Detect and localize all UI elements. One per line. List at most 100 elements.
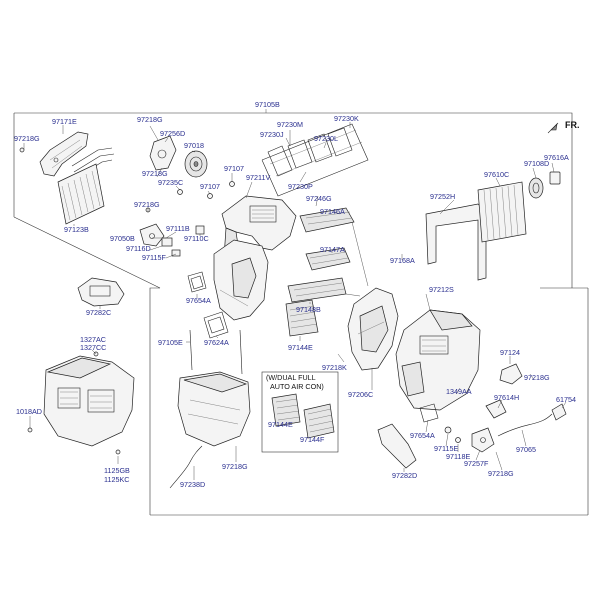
part-label-97230M: 97230M <box>277 120 303 129</box>
part-label-97065: 97065 <box>516 445 536 454</box>
bracket-97050B <box>139 223 165 247</box>
part-label-97123B: 97123B <box>64 225 89 234</box>
part-label-97282D: 97282D <box>392 471 417 480</box>
part-label-97212S: 97212S <box>429 285 454 294</box>
part-label-97218G: 97218G <box>222 462 248 471</box>
part-label-97111B: 97111B <box>166 224 190 233</box>
drain-hose <box>169 445 203 489</box>
part-label-1327CC: 1327CC <box>80 343 106 352</box>
part-label-97148B: 97148B <box>296 305 321 314</box>
part-label-97256D: 97256D <box>160 129 185 138</box>
part-label-97230K: 97230K <box>334 114 359 123</box>
rod-97105E <box>189 329 243 375</box>
dual-auto-door-parts <box>271 393 335 439</box>
part-label-1349AA: 1349AA <box>446 387 472 396</box>
part-label-97230P: 97230P <box>288 182 313 191</box>
part-label-97124: 97124 <box>500 348 520 357</box>
part-label-97246G: 97246G <box>306 194 332 203</box>
part-label-97610C: 97610C <box>484 170 509 179</box>
hose-97065 <box>497 403 567 437</box>
small-parts-97115E <box>444 426 461 443</box>
part-label-97206C: 97206C <box>348 390 373 399</box>
right-case-97212S <box>395 309 481 411</box>
assembly-boundary <box>13 109 589 516</box>
part-label-97118E: 97118E <box>446 452 470 461</box>
part-label-97218G: 97218G <box>134 200 160 209</box>
sensor-97616A <box>549 171 561 185</box>
pipe-bracket-97171E <box>39 131 89 177</box>
part-label-97050B: 97050B <box>110 234 135 243</box>
part-label-97116D: 97116D <box>126 244 151 253</box>
actuator-97124 <box>499 363 523 385</box>
dual-auto-air-con-note-line1: (W/DUAL FULL <box>266 373 316 382</box>
part-label-97144E: 97144E <box>288 343 313 352</box>
lower-case-97238D <box>177 371 251 447</box>
part-label-97168A: 97168A <box>390 256 415 265</box>
duct-97282C <box>77 277 125 307</box>
part-label-97018: 97018 <box>184 141 204 150</box>
part-label-97147A: 97147A <box>320 245 345 254</box>
part-label-97115F: 97115F <box>142 253 166 262</box>
part-label-97218G: 97218G <box>488 469 514 478</box>
part-label-97624A: 97624A <box>204 338 229 347</box>
part-label-97107: 97107 <box>200 182 220 191</box>
part-label-97654A: 97654A <box>410 431 435 440</box>
part-label-97211V: 97211V <box>246 173 270 182</box>
actuator-97257F <box>471 427 495 453</box>
part-label-97252H: 97252H <box>430 192 455 201</box>
part-label-97115E: 97115E <box>434 444 458 453</box>
part-label-97107: 97107 <box>224 164 244 173</box>
part-label-97146A: 97146A <box>320 207 345 216</box>
part-label-97654A: 97654A <box>186 296 211 305</box>
part-label-97282C: 97282C <box>86 308 111 317</box>
part-label-97238D: 97238D <box>180 480 205 489</box>
gasket-97654A-lower <box>419 403 439 423</box>
part-label-1018AD: 1018AD <box>16 407 42 416</box>
part-label-97110C: 97110C <box>184 234 209 243</box>
left-case-half <box>213 239 269 321</box>
part-label-1125GB: 1125GB <box>104 466 130 475</box>
part-label-97105B: 97105B <box>255 100 280 109</box>
grommet-97108D <box>528 177 544 199</box>
part-label-97144E: 97144E <box>268 420 293 429</box>
part-number-labels: 97105B 97171E 97218G 97123B 97218G 97256… <box>14 100 576 489</box>
heater-core-97123B <box>57 163 105 225</box>
dual-auto-air-con-note-line2: AUTO AIR CON) <box>270 382 324 391</box>
filter-cover-97252H <box>425 203 487 281</box>
part-label-97218G: 97218G <box>142 169 168 178</box>
part-label-97108D: 97108D <box>524 159 549 168</box>
duct-97282D <box>377 423 417 469</box>
parts-illustrations <box>19 123 567 489</box>
part-label-97218G: 97218G <box>524 373 550 382</box>
front-direction-label: FR. <box>565 120 580 130</box>
part-label-1125KC: 1125KC <box>104 475 129 484</box>
blower-motor-97018 <box>184 150 208 178</box>
part-label-61754: 61754 <box>556 395 576 404</box>
part-label-97218G: 97218G <box>137 115 163 124</box>
cabin-filter-97610C <box>477 181 527 243</box>
leader-lines <box>23 122 567 480</box>
part-label-97218K: 97218K <box>322 363 347 372</box>
part-label-97230J: 97230J <box>260 130 284 139</box>
part-label-97235C: 97235C <box>158 178 183 187</box>
part-label-1327AC: 1327AC <box>80 335 106 344</box>
part-label-97218G: 97218G <box>14 134 40 143</box>
part-label-97614H: 97614H <box>494 393 519 402</box>
part-label-97105E: 97105E <box>158 338 183 347</box>
part-label-97616A: 97616A <box>544 153 569 162</box>
part-label-97171E: 97171E <box>52 117 77 126</box>
bracket-97614H <box>485 399 507 419</box>
blower-unit-assembly <box>27 351 135 455</box>
part-label-97144F: 97144F <box>300 435 325 444</box>
front-direction-indicator: FR. <box>547 120 580 134</box>
center-case-97206C <box>347 287 399 371</box>
dual-auto-air-con-box <box>261 371 339 453</box>
filter-frames-97230 <box>261 123 369 197</box>
part-label-97257F: 97257F <box>464 459 489 468</box>
gasket-97624A <box>203 311 229 339</box>
part-label-97230L: 97230L <box>314 134 338 143</box>
mode-door-assemblies <box>285 207 369 337</box>
small-actuator-parts <box>161 225 205 257</box>
actuator-97256D <box>149 135 177 171</box>
